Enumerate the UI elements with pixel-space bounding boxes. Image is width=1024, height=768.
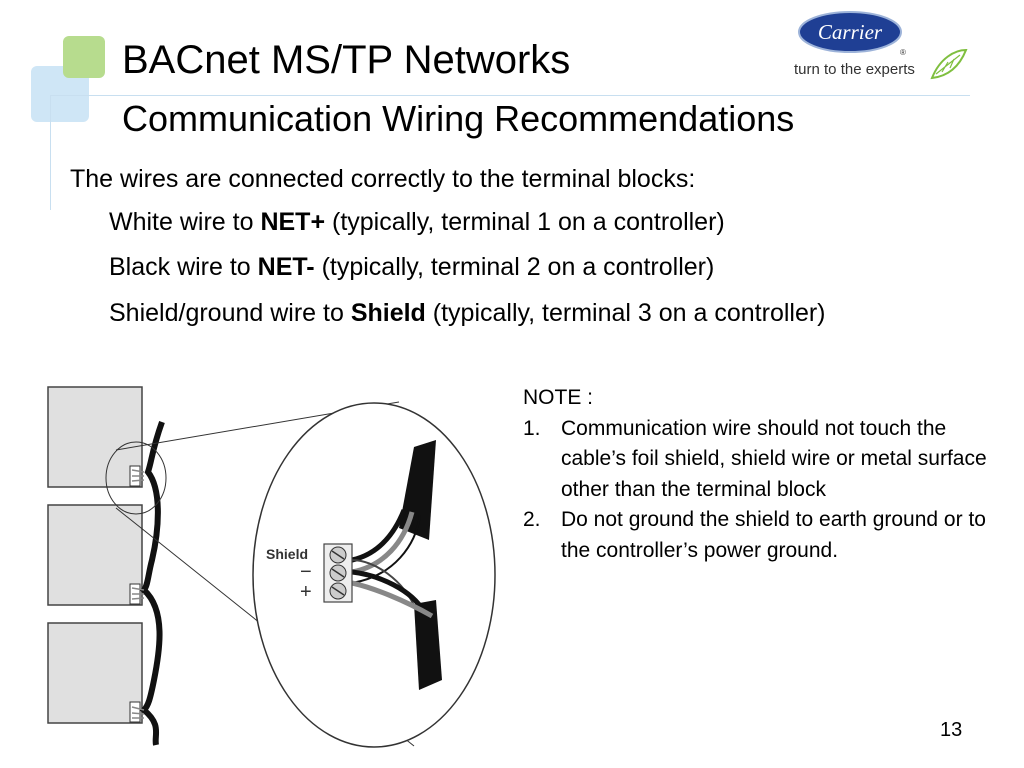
note-item: 2. Do not ground the shield to earth gro… — [523, 508, 986, 562]
carrier-logo: Carrier ® turn to the experts — [794, 11, 968, 80]
logo-brand-text: Carrier — [818, 20, 883, 44]
controller-box-1 — [47, 386, 143, 488]
decor-vertical-rule — [50, 95, 51, 210]
plus-label: + — [300, 581, 312, 603]
note-box: NOTE : 1. Communication wire should not … — [523, 383, 1003, 566]
bullet-white-wire: White wire to NET+ (typically, terminal … — [109, 208, 725, 236]
controller-box-3 — [47, 622, 143, 724]
minus-label: − — [300, 561, 312, 583]
cable-jacket-top — [399, 440, 436, 540]
decor-green-square — [63, 36, 105, 78]
daisy-chain-cable — [139, 420, 165, 746]
cable-jacket-bottom — [414, 600, 442, 690]
slide-subtitle: Communication Wiring Recommendations — [122, 98, 795, 139]
page-number: 13 — [940, 719, 963, 741]
slide-title: BACnet MS/TP Networks — [122, 38, 571, 82]
leaf-icon — [930, 48, 968, 80]
decor-title-rule — [50, 95, 970, 96]
note-heading: NOTE : — [523, 386, 594, 409]
wiring-list: White wire to NET+ (typically, terminal … — [109, 204, 909, 341]
wiring-diagram: Shield − + — [47, 386, 496, 748]
terminal-block-3 — [129, 701, 141, 723]
bullet-black-wire: Black wire to NET- (typically, terminal … — [109, 253, 715, 281]
bullet-shield-wire: Shield/ground wire to Shield (typically,… — [109, 299, 826, 327]
logo-tagline: turn to the experts — [794, 61, 915, 78]
logo-registered-mark: ® — [900, 48, 906, 57]
controller-box-2 — [47, 504, 143, 606]
note-item: 1. Communication wire should not touch t… — [523, 416, 987, 501]
zoom-source-circle — [105, 441, 167, 515]
intro-text: The wires are connected correctly to the… — [70, 165, 696, 193]
shield-label: Shield — [266, 546, 308, 562]
